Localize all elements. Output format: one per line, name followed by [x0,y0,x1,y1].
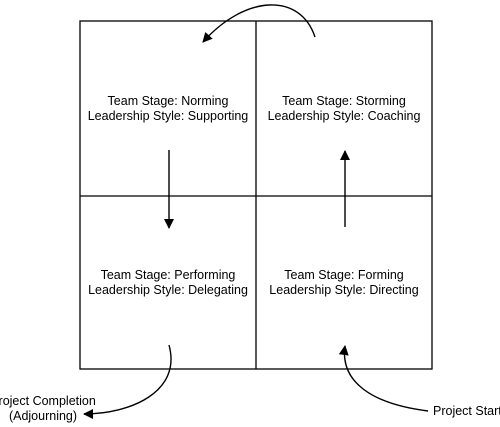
adjourning-label: (Adjourning) [9,409,77,423]
arrow-performing-to-completion [83,344,172,419]
quadrant-storming: Team Stage: Storming Leadership Style: C… [268,94,421,123]
storming-stage-text: Team Stage: Storming [282,94,406,108]
forming-style-text: Leadership Style: Directing [269,283,418,297]
arrow-start-to-forming [338,345,429,412]
forming-stage-text: Team Stage: Forming [284,268,404,282]
performing-stage-text: Team Stage: Performing [101,268,236,282]
quadrant-forming: Team Stage: Forming Leadership Style: Di… [269,268,418,297]
project-completion-label: Project Completion [0,394,96,408]
project-start-label: Project Start [433,404,500,418]
quadrant-performing: Team Stage: Performing Leadership Style:… [88,268,248,297]
arrow-storming-to-norming [202,4,316,43]
storming-style-text: Leadership Style: Coaching [268,109,421,123]
performing-style-text: Leadership Style: Delegating [88,283,248,297]
norming-stage-text: Team Stage: Norming [108,94,229,108]
norming-style-text: Leadership Style: Supporting [88,109,249,123]
quadrant-norming: Team Stage: Norming Leadership Style: Su… [88,94,249,123]
